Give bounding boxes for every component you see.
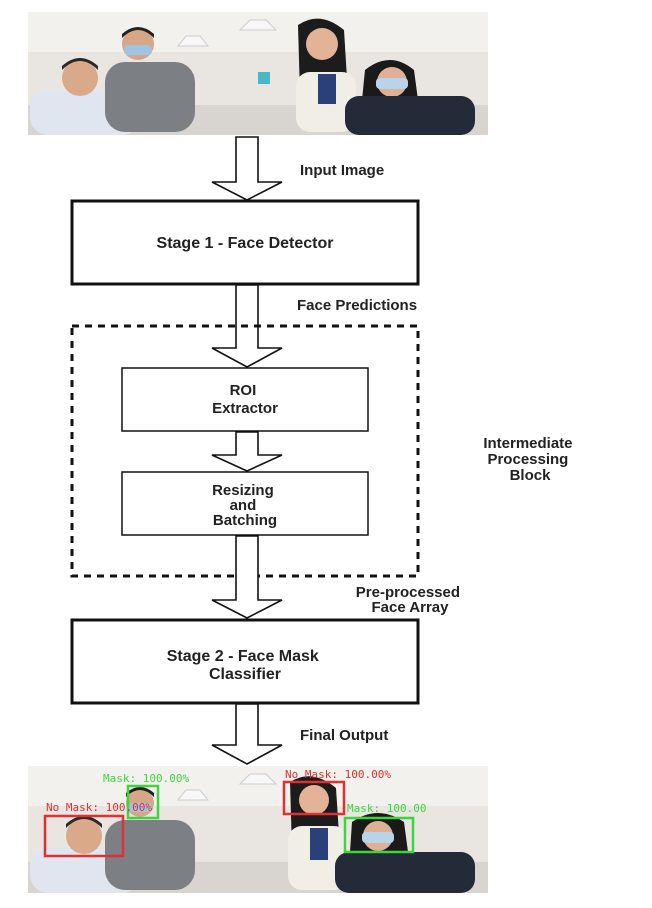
label-preprocessed: Pre-processed Face Array [356,584,464,616]
detection-label-mask-2: Mask: 100.00 [347,802,426,815]
detection-label-nomask-2: No Mask: 100.00% [46,801,152,814]
roi-label: ROI Extractor [212,382,278,417]
detection-box-nomask-2 [43,814,125,858]
label-intermediate: Intermediate Processing Block [483,435,576,484]
label-input-image: Input Image [300,162,384,179]
detection-label-mask-1: Mask: 100.00% [103,772,189,785]
arrow-roi-to-resize [211,431,283,472]
detection-label-nomask-1: No Mask: 100.00% [285,768,391,781]
detection-box-nomask-1 [282,780,346,816]
detection-box-mask-1 [126,784,160,820]
detection-box-mask-2 [343,816,415,854]
label-final-output: Final Output [300,727,388,744]
resize-box [121,471,369,536]
resize-label: Resizing and Batching [212,482,278,529]
roi-box [121,367,369,432]
stage1-box [70,199,420,286]
input-photo [28,12,488,135]
stage2-box [70,618,420,705]
stage1-label: Stage 1 - Face Detector [157,235,334,252]
label-face-predictions: Face Predictions [297,297,417,314]
arrow-preprocessed [211,535,283,619]
stage2-label: Stage 2 - Face Mask Classifier [167,648,324,683]
arrow-input [211,136,283,201]
output-photo [28,766,488,893]
arrow-final-output [211,703,283,765]
